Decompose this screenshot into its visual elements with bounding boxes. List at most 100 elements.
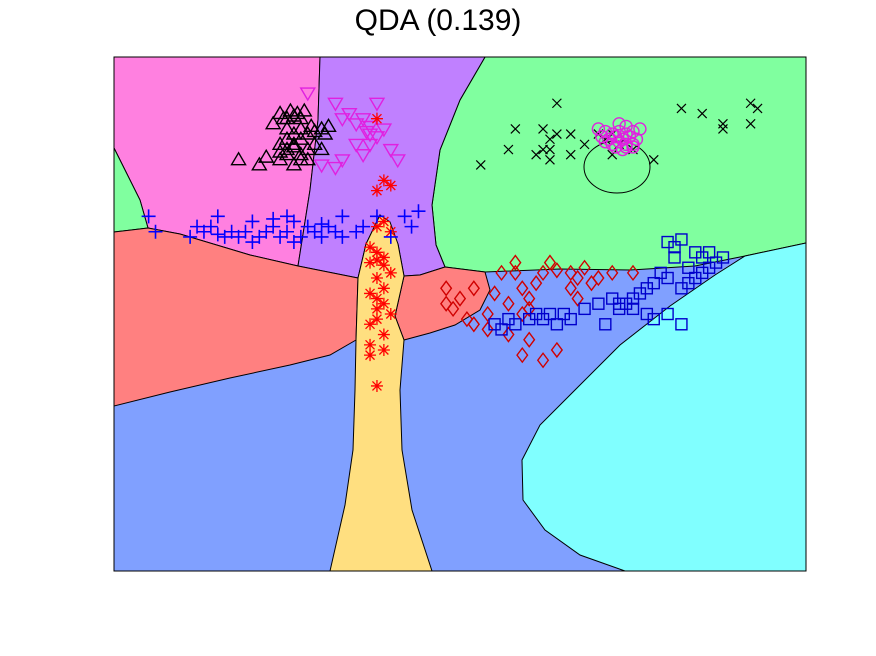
point-square-24 [661,307,674,321]
point-square-36 [502,312,515,326]
point-diamond-8 [578,259,591,276]
point-triangle-down-8 [368,131,386,146]
point-square-5 [702,246,716,259]
point-triangle-down-11 [347,138,365,153]
point-triangle-up-17 [316,125,334,140]
point-triangle-up-18 [278,130,296,145]
point-triangle-up-34 [271,143,289,158]
point-diamond-15 [529,274,543,292]
point-plus-35 [383,229,398,244]
point-triangle-up-12 [299,125,316,140]
point-cross-6 [718,124,728,134]
point-circle-23 [619,119,633,134]
point-cross-11 [551,129,562,140]
point-triangle-down-7 [375,123,393,138]
point-diamond-10 [606,264,619,282]
point-diamond-31 [516,346,529,364]
point-triangle-up-25 [299,141,316,156]
point-triangle-down-0 [299,87,316,102]
point-diamond-30 [550,341,564,359]
point-circle-0 [591,122,606,136]
point-diamond-9 [592,269,605,287]
point-plus-6 [335,209,350,224]
point-diamond-34 [440,295,453,312]
point-asterisk-24 [364,338,377,351]
point-triangle-down-14 [313,159,330,174]
point-diamond-18 [488,285,501,302]
point-diamond-32 [536,352,550,369]
point-diamond-16 [564,280,577,297]
point-plus-9 [411,204,426,219]
point-diamond-23 [516,305,529,323]
point-circle-19 [615,142,630,157]
point-cross-0 [551,98,562,109]
point-diamond-4 [509,264,522,282]
point-diamond-29 [523,331,536,348]
point-cross-25 [538,144,548,155]
point-triangle-down-1 [327,97,344,112]
point-circle-13 [598,135,613,149]
point-square-12 [675,282,688,295]
point-square-14 [654,266,667,280]
point-triangle-up-8 [264,115,282,130]
point-triangle-up-16 [320,118,337,132]
point-plus-32 [335,229,350,244]
point-square-25 [675,318,688,331]
point-diamond-1 [543,254,557,271]
point-triangle-down-3 [341,107,358,122]
point-plus-8 [397,209,412,224]
point-asterisk-27 [370,379,383,392]
point-circle-21 [626,140,640,154]
point-circle-20 [619,140,633,154]
point-cross-2 [745,98,756,109]
point-cross-26 [475,160,486,170]
point-plus-34 [356,219,371,234]
point-cross-1 [676,103,687,114]
point-diamond-35 [453,290,467,307]
point-asterisk-7 [364,241,377,254]
point-triangle-up-28 [230,151,247,166]
point-diamond-20 [571,290,584,307]
point-triangle-up-33 [278,146,296,161]
point-triangle-up-30 [271,151,289,166]
point-square-2 [675,233,688,246]
point-triangle-down-17 [334,113,351,128]
point-square-40 [612,297,626,310]
point-cross-19 [545,144,555,155]
point-diamond-3 [495,264,508,282]
point-asterisk-1 [377,174,390,187]
point-diamond-26 [467,316,480,333]
plot-frame [113,56,807,572]
point-triangle-up-6 [292,110,310,125]
point-plus-38 [280,209,294,224]
point-asterisk-5 [370,220,383,233]
point-asterisk-26 [364,349,377,362]
point-asterisk-3 [370,184,383,197]
point-asterisk-4 [377,215,390,228]
point-triangle-down-15 [327,161,344,176]
point-triangle-up-19 [285,135,303,150]
point-square-43 [682,261,695,274]
point-triangle-up-4 [275,110,292,125]
point-diamond-24 [481,305,494,323]
point-asterisk-23 [377,328,390,341]
point-triangle-down-18 [347,118,365,133]
point-triangle-up-11 [292,120,310,135]
point-asterisk-15 [377,282,390,295]
point-diamond-19 [523,290,536,307]
point-plus-10 [148,224,163,239]
point-triangle-up-24 [292,146,310,161]
point-triangle-up-23 [285,138,303,153]
point-asterisk-16 [364,287,377,300]
point-asterisk-10 [370,254,383,267]
point-triangle-down-16 [389,154,406,169]
decision-regions [114,57,806,571]
point-cross-20 [531,149,542,160]
point-triangle-up-9 [278,120,296,135]
point-asterisk-19 [370,302,383,315]
chart-title: QDA (0.139) [354,4,522,37]
point-cross-22 [607,149,618,160]
point-plus-37 [245,214,260,229]
point-plus-29 [314,229,329,244]
